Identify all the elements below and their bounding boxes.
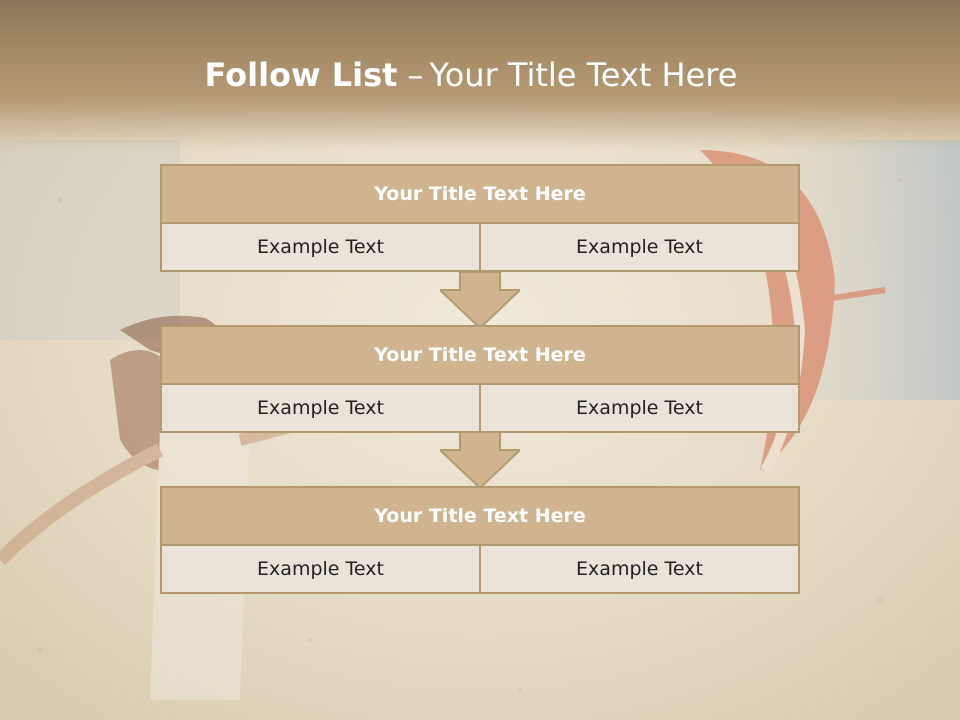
- flow-block-title[interactable]: Your Title Text Here: [162, 488, 798, 546]
- flow-block-3: Your Title Text Here Example Text Exampl…: [160, 486, 800, 594]
- slide-title: Follow List–Your Title Text Here: [0, 52, 942, 98]
- slide-title-dash: –: [407, 56, 424, 94]
- slide-title-rest: Your Title Text Here: [429, 56, 738, 94]
- title-band: [0, 0, 960, 150]
- flow-cell-right[interactable]: Example Text: [479, 546, 798, 592]
- flow-block-title[interactable]: Your Title Text Here: [162, 166, 798, 224]
- flow-block-1: Your Title Text Here Example Text Exampl…: [160, 164, 800, 272]
- flow-cell-right[interactable]: Example Text: [479, 224, 798, 270]
- flow-cell-left[interactable]: Example Text: [162, 224, 479, 270]
- flow-block-row: Example Text Example Text: [162, 224, 798, 270]
- flow-block-title[interactable]: Your Title Text Here: [162, 327, 798, 385]
- down-arrow-icon: [440, 272, 520, 330]
- flow-block-row: Example Text Example Text: [162, 546, 798, 592]
- down-arrow-icon: [440, 432, 520, 490]
- flow-block-2: Your Title Text Here Example Text Exampl…: [160, 325, 800, 433]
- flow-cell-left[interactable]: Example Text: [162, 546, 479, 592]
- flow-cell-right[interactable]: Example Text: [479, 385, 798, 431]
- flow-block-row: Example Text Example Text: [162, 385, 798, 431]
- flow-cell-left[interactable]: Example Text: [162, 385, 479, 431]
- slide-title-bold: Follow List: [204, 56, 398, 94]
